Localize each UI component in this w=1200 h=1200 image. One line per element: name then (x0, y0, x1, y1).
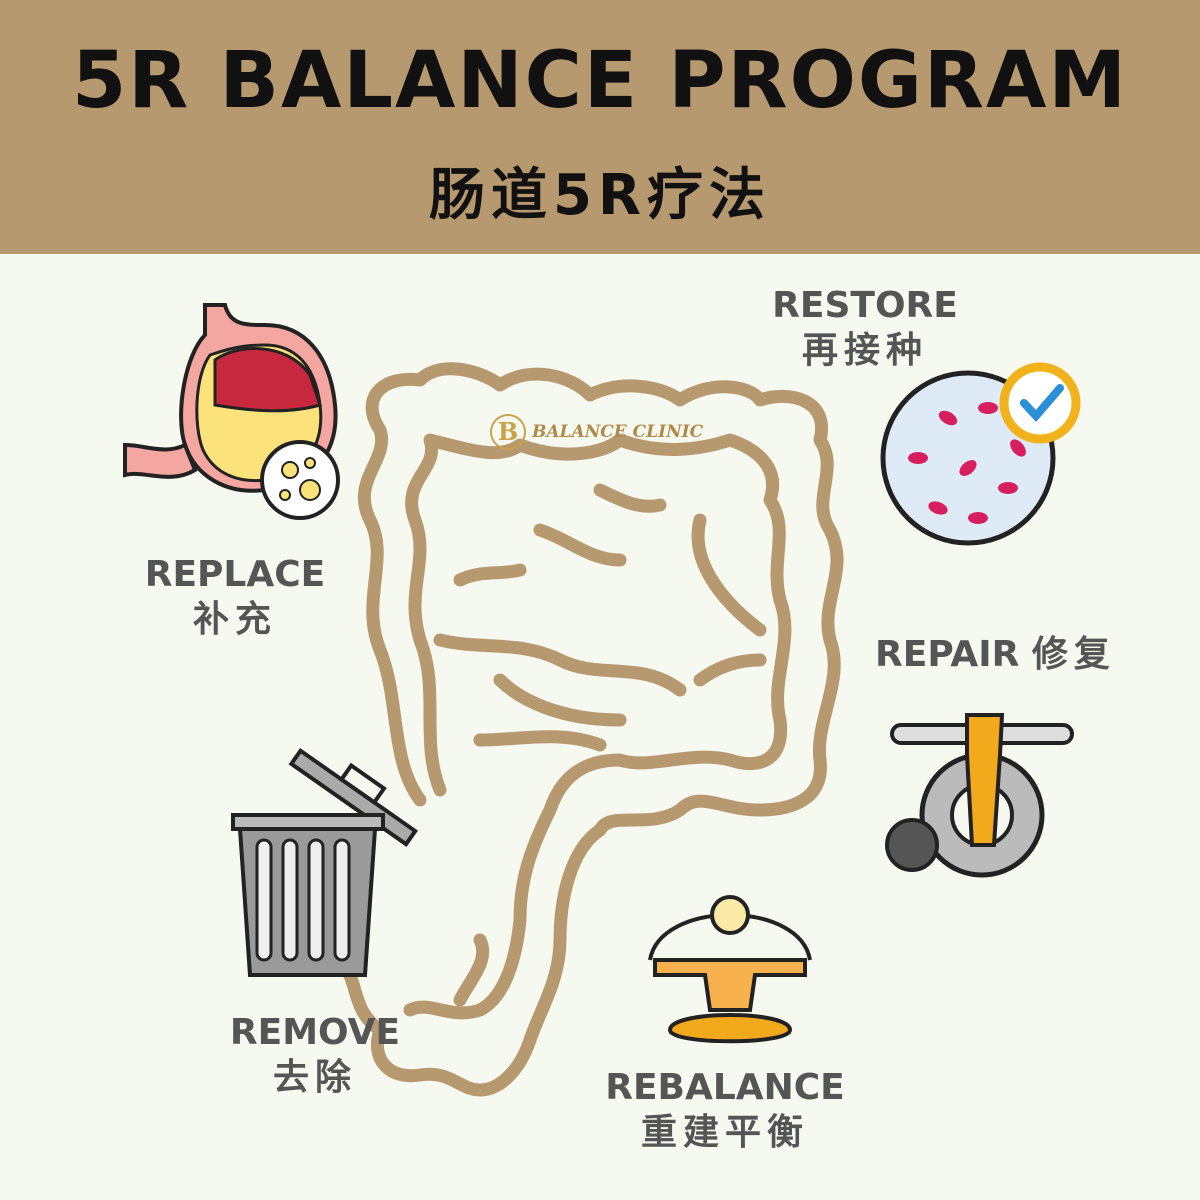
replace-label: REPLACE 补充 (140, 552, 330, 642)
page-subtitle: 肠道5R疗法 (428, 163, 772, 228)
repair-label: REPAIR 修复 (875, 632, 1135, 677)
repair-label-cn: 修复 (1031, 634, 1116, 675)
trash-can-icon (231, 747, 418, 977)
restore-label: RESTORE 再接种 (765, 283, 965, 373)
header-banner: 5R BALANCE PROGRAM 肠道5R疗法 (0, 0, 1200, 254)
bacteria-petri-dish-icon (880, 362, 1081, 546)
logo-text: BALANCE CLINIC (532, 422, 704, 442)
rebalance-label-cn: 重建平衡 (640, 1112, 809, 1153)
remove-label: REMOVE 去除 (220, 1010, 410, 1100)
replace-label-en: REPLACE (144, 554, 326, 595)
meditation-balance-icon (648, 895, 812, 1044)
rebalance-label: REBALANCE 重建平衡 (600, 1065, 850, 1155)
stomach-icon (123, 303, 340, 520)
remove-label-en: REMOVE (229, 1012, 401, 1053)
logo-mark-icon: B (490, 414, 526, 450)
remove-label-cn: 去除 (272, 1057, 357, 1098)
restore-label-en: RESTORE (772, 285, 958, 326)
restore-label-cn: 再接种 (801, 330, 928, 371)
repair-label-en: REPAIR (875, 634, 1020, 675)
balance-clinic-logo: B BALANCE CLINIC (488, 412, 703, 452)
svg-text:B: B (498, 417, 518, 446)
page-title: 5R BALANCE PROGRAM (72, 36, 1128, 126)
repair-gear-wrench-icon (885, 713, 1074, 878)
rebalance-label-en: REBALANCE (605, 1067, 845, 1108)
replace-label-cn: 补充 (192, 599, 277, 640)
